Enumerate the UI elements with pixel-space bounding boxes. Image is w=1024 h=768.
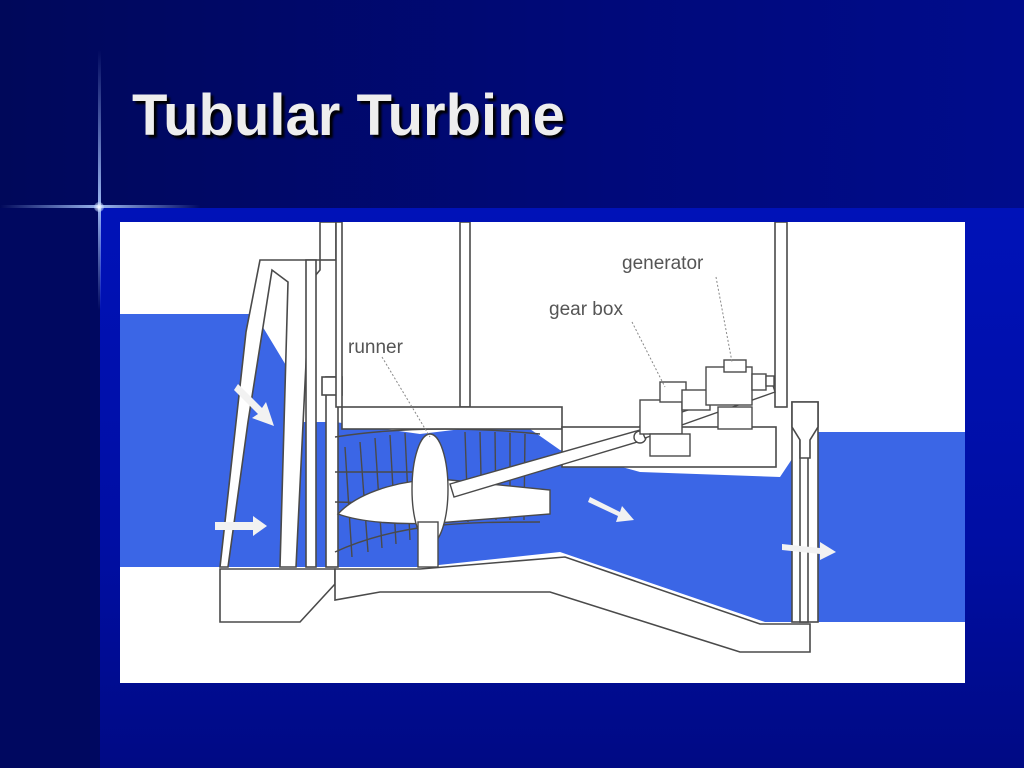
generator-label: generator bbox=[622, 253, 704, 274]
slide-title: Tubular Turbine bbox=[132, 83, 565, 148]
dam-structure bbox=[219, 222, 819, 653]
tubular-turbine-diagram: runner gear box generator bbox=[120, 222, 965, 683]
generator-leader bbox=[715, 276, 733, 363]
bulb-unit bbox=[334, 428, 647, 568]
gearbox-label: gear box bbox=[549, 299, 623, 320]
flow-arrow-draft bbox=[588, 497, 634, 522]
powerhouse-wall-left bbox=[335, 222, 343, 408]
turbine-casing-top bbox=[334, 428, 541, 438]
foundation-draft bbox=[334, 556, 811, 653]
gearbox-foot bbox=[649, 433, 691, 457]
draft-tube-flow bbox=[560, 432, 965, 622]
upper-wall-left bbox=[319, 222, 337, 261]
runner-leader bbox=[381, 356, 431, 438]
flow-arrow-tailrace bbox=[782, 542, 836, 560]
gearbox-body bbox=[639, 399, 683, 435]
generator-foot bbox=[717, 406, 753, 430]
powerhouse-wall-right bbox=[774, 222, 788, 408]
foundation-slab bbox=[219, 568, 336, 623]
sparkle-star-icon bbox=[94, 202, 104, 212]
powerhouse-wall-mid bbox=[459, 222, 471, 408]
intake-pier bbox=[219, 259, 321, 568]
flow-arrows bbox=[215, 384, 836, 560]
runner-support bbox=[417, 521, 439, 568]
gate-slot bbox=[305, 259, 317, 568]
slide-header-background bbox=[0, 0, 1024, 208]
sparkle-vertical-line bbox=[98, 50, 101, 310]
gearbox-leader bbox=[631, 321, 666, 388]
turbine-roof-slab bbox=[341, 406, 563, 430]
tailrace-pier-head bbox=[791, 401, 819, 459]
generator-cap bbox=[723, 359, 747, 373]
gear-generator-group bbox=[639, 359, 776, 457]
runner-label: runner bbox=[348, 337, 404, 358]
generator-body bbox=[705, 366, 753, 406]
flow-arrow-intake-upper bbox=[234, 384, 274, 426]
slide-left-margin bbox=[0, 208, 100, 768]
turbine-section-drawing: runner gear box generator bbox=[120, 222, 965, 653]
label-leaders bbox=[381, 276, 733, 438]
exciter bbox=[751, 373, 767, 391]
flow-arrow-intake-lower bbox=[215, 516, 267, 536]
exciter-end bbox=[765, 375, 775, 387]
